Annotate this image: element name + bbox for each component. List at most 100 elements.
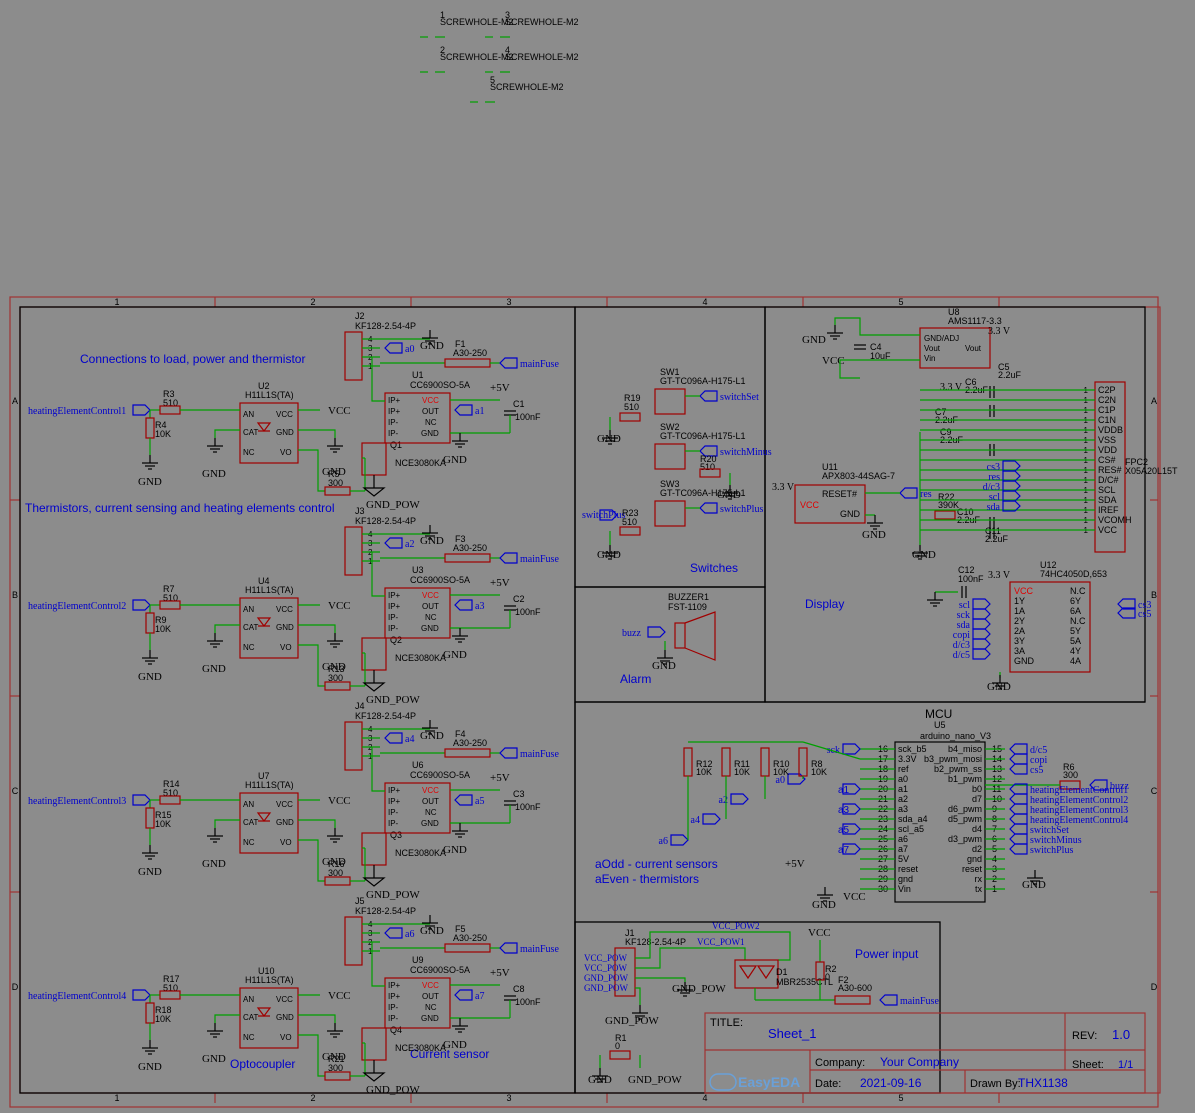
net-flag bbox=[1009, 783, 1028, 795]
ref-designator: FPC2 bbox=[1125, 457, 1148, 467]
resistor bbox=[699, 468, 721, 478]
wire bbox=[371, 552, 385, 597]
net-flag bbox=[730, 793, 749, 805]
net-flag bbox=[454, 989, 473, 1001]
net-label: a6 bbox=[405, 929, 414, 940]
net-label: switchMinus bbox=[1030, 835, 1082, 846]
supply-label: +5V bbox=[490, 577, 510, 589]
gnd-label: GND bbox=[322, 466, 346, 478]
part-name: AMS1117-3.3 bbox=[948, 316, 1002, 326]
pin-label: gnd bbox=[898, 874, 913, 884]
resistor bbox=[145, 807, 155, 829]
section-title: aEven - thermistors bbox=[595, 872, 699, 886]
resistor bbox=[324, 876, 351, 886]
connector bbox=[344, 721, 363, 771]
net-flag bbox=[972, 638, 991, 650]
net-label: d/c5 bbox=[953, 650, 970, 661]
tb-sheet: 1/1 bbox=[1118, 1059, 1133, 1071]
screwhole-name: SCREWHOLE-M2 bbox=[490, 82, 564, 92]
net-label: switchPlus bbox=[720, 504, 763, 515]
pin-label: IP+ bbox=[388, 602, 401, 611]
pin-label: b1_pwm bbox=[948, 774, 982, 784]
optocoupler bbox=[239, 597, 299, 659]
tb-label: Drawn By: bbox=[970, 1078, 1021, 1090]
ref-designator: R17 bbox=[163, 974, 180, 984]
net-label: cs3 bbox=[987, 462, 1000, 473]
resistor bbox=[798, 747, 808, 777]
net-flag bbox=[842, 783, 861, 795]
net-flag bbox=[842, 803, 861, 815]
net-flag bbox=[599, 509, 618, 521]
wire bbox=[635, 987, 641, 1005]
net-flag bbox=[499, 357, 518, 369]
resistor bbox=[619, 526, 641, 536]
part-value: A30-600 bbox=[838, 983, 872, 993]
gnd-label: GND bbox=[138, 866, 162, 878]
pin-label: ref bbox=[898, 764, 909, 774]
part-name: KF128-2.54-4P bbox=[355, 711, 416, 721]
net-label: a3 bbox=[475, 601, 484, 612]
part-name: KF128-2.54-4P bbox=[355, 516, 416, 526]
part-value: 10K bbox=[155, 819, 171, 829]
section-title: Optocoupler bbox=[230, 1057, 295, 1071]
section-title: Thermistors, current sensing and heating… bbox=[25, 501, 335, 515]
part-value: 100nF bbox=[515, 802, 541, 812]
pin-label: Vout bbox=[924, 344, 941, 353]
pin-label: a3 bbox=[898, 804, 908, 814]
wire bbox=[298, 429, 336, 438]
net-flag bbox=[702, 813, 721, 825]
part-name: H11L1S(TA) bbox=[245, 390, 294, 400]
gnd-label: GND bbox=[443, 844, 467, 856]
part-value: 300 bbox=[328, 478, 343, 488]
part-value: 510 bbox=[163, 788, 178, 798]
ref-designator: R11 bbox=[734, 759, 750, 769]
net-flag bbox=[1002, 490, 1021, 502]
net-label: mainFuse bbox=[520, 749, 559, 760]
part-name: A30-250 bbox=[453, 348, 487, 358]
ref-designator: U1 bbox=[412, 370, 424, 380]
net-label: switchSet bbox=[1030, 825, 1069, 836]
ref-designator: R22 bbox=[938, 492, 955, 502]
net-label: switchPlus bbox=[582, 510, 625, 521]
part-name: KF128-2.54-4P bbox=[625, 937, 686, 947]
gnd-pow-symbol bbox=[362, 877, 386, 887]
part-name: KF128-2.54-4P bbox=[355, 906, 416, 916]
part-name: A30-250 bbox=[453, 933, 487, 943]
buzzer bbox=[674, 622, 686, 649]
ref-designator: C3 bbox=[513, 789, 525, 799]
resistor bbox=[444, 943, 491, 953]
pin-label: VCC bbox=[276, 800, 293, 809]
pin-label: d3_pwm bbox=[948, 834, 982, 844]
net-flag bbox=[972, 618, 991, 630]
net-label: a5 bbox=[838, 825, 850, 836]
grid-col-label: 5 bbox=[898, 297, 903, 307]
net-label: switchSet bbox=[720, 392, 759, 403]
gnd-label: GND bbox=[138, 476, 162, 488]
net-label: buzz bbox=[1110, 781, 1129, 792]
net-flag bbox=[1002, 500, 1021, 512]
gnd-label: GND bbox=[420, 925, 444, 937]
pin-label: Vout bbox=[965, 344, 982, 353]
pin-label: 2Y bbox=[1014, 616, 1025, 626]
pin-label: 6Y bbox=[1070, 596, 1081, 606]
optocoupler bbox=[239, 402, 299, 464]
pin-label: 1A bbox=[1014, 606, 1025, 616]
gnd-label: GND bbox=[138, 1061, 162, 1073]
screwhole-name: SCREWHOLE-M2 bbox=[505, 17, 579, 27]
resistor bbox=[145, 417, 155, 439]
net-flag bbox=[972, 598, 991, 610]
part-value: 2.2uF bbox=[998, 370, 1022, 380]
ref-designator: R20 bbox=[700, 454, 717, 464]
pin-label: C1P bbox=[1098, 405, 1116, 415]
pin-label: CS# bbox=[1098, 455, 1116, 465]
gnd-label: GND bbox=[202, 663, 226, 675]
current-sensor bbox=[384, 977, 451, 1029]
supply-label: 3.3 V bbox=[940, 382, 963, 393]
pin-label: VCC bbox=[422, 591, 439, 600]
pin-label: C2P bbox=[1098, 385, 1116, 395]
ref-designator: R3 bbox=[163, 389, 175, 399]
net-label: sda bbox=[987, 502, 1001, 513]
gnd-label: GND bbox=[987, 681, 1011, 693]
ref-designator: Q4 bbox=[390, 1025, 402, 1035]
pin-label: N.C bbox=[1070, 616, 1086, 626]
